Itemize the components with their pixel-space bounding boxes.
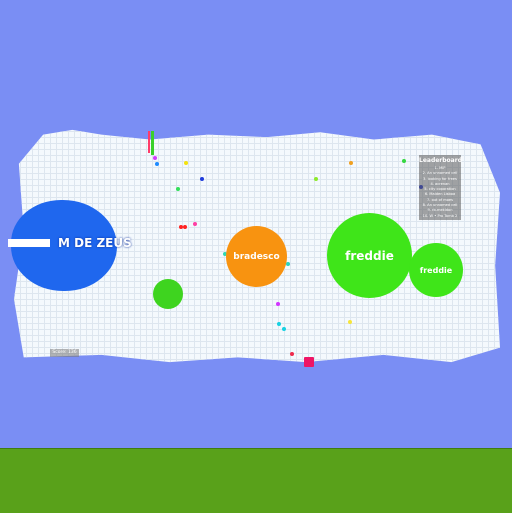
leaderboard-entry: 9. rb.mekldon bbox=[427, 208, 453, 213]
player-cell-freddie-small: freddie bbox=[409, 243, 463, 297]
score-readout: Score: 136 bbox=[50, 349, 79, 357]
player-cell-freddie-large: freddie bbox=[327, 213, 412, 298]
leaderboard-entry: 1. MIP bbox=[434, 166, 446, 170]
leaderboard-entry: 3. looking for frees bbox=[423, 176, 457, 181]
leaderboard-entry: 10. W • Pro Tomb 2 bbox=[422, 213, 458, 218]
leaderboard-entry: 7. out of moes bbox=[427, 197, 453, 202]
red-marker bbox=[148, 131, 150, 153]
food-pellet bbox=[184, 161, 188, 165]
food-pellet bbox=[155, 162, 159, 166]
food-pellet bbox=[176, 187, 180, 191]
food-pellet bbox=[290, 352, 294, 356]
leaderboard-entry: 2. An unnamed cell bbox=[422, 171, 458, 176]
player-cell-green bbox=[153, 279, 183, 309]
food-pellet bbox=[349, 161, 353, 165]
cell-label-zeus: M DE ZEUS bbox=[58, 236, 132, 250]
player-cell-bradesco: bradesco bbox=[226, 226, 287, 287]
cell-label-bradesco: bradesco bbox=[233, 251, 280, 262]
food-pellet bbox=[314, 177, 318, 181]
food-pellet bbox=[276, 302, 280, 306]
food-pellet bbox=[277, 322, 281, 326]
ground-strip bbox=[0, 448, 512, 513]
green-marker bbox=[151, 131, 154, 155]
food-pellet bbox=[286, 262, 290, 266]
cell-label-freddie-large: freddie bbox=[345, 248, 394, 263]
food-pellet bbox=[200, 177, 204, 181]
food-pellet bbox=[282, 327, 286, 331]
leaderboard-title: Leaderboard bbox=[419, 157, 462, 164]
food-pellet bbox=[348, 320, 352, 324]
pink-square-cell bbox=[304, 357, 314, 367]
leaderboard-panel: Leaderboard 1. MIP 2. An unnamed cell 3.… bbox=[419, 155, 462, 220]
leaderboard-entry: 5. city coporation bbox=[424, 187, 456, 192]
leaderboard-entry: 4. acrenan bbox=[430, 181, 450, 186]
food-pellet bbox=[179, 225, 183, 229]
food-pellet bbox=[223, 252, 227, 256]
zeus-cell-stripe bbox=[8, 239, 50, 247]
food-pellet bbox=[153, 156, 157, 160]
leaderboard-entry: 8. An unnamed cell bbox=[422, 203, 458, 208]
leaderboard-entry: 6. Maiden Lisboa bbox=[424, 192, 456, 197]
food-pellet bbox=[183, 225, 187, 229]
cell-label-freddie-small: freddie bbox=[419, 265, 453, 275]
food-pellet bbox=[193, 222, 197, 226]
food-pellet bbox=[402, 159, 406, 163]
